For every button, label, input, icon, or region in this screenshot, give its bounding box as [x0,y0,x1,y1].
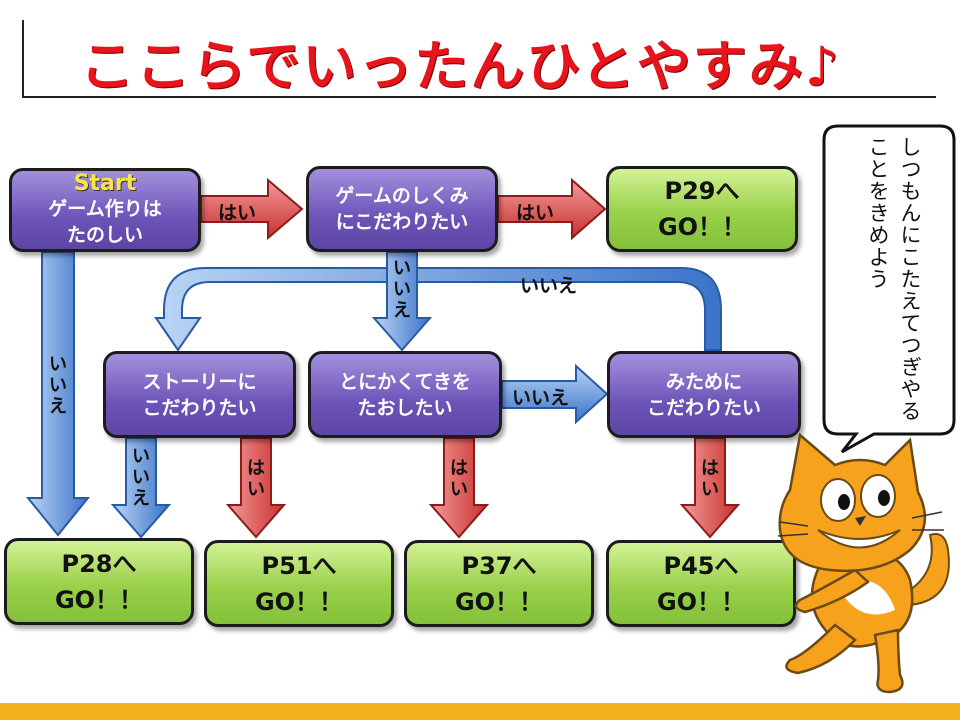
node-enemies-line1: とにかくてきを [339,370,471,393]
label-no-story-p28: いいえ [132,446,150,509]
node-mechanics-line2: にこだわりたい [335,211,469,233]
speech-bubble-text: しつもんにこたえてつぎやることをきめよう [866,136,922,422]
result-p37-page: P37へ [461,551,537,580]
result-p29-page: P29へ [664,177,740,205]
result-p45-go: GO！！ [656,587,746,616]
result-p29-go: GO！！ [657,213,747,241]
page-title: ここらでいったんひとやすみ♪ [80,35,842,98]
yes-arrow-looks-to-p45 [679,437,741,539]
result-p29: P29へ GO！！ [606,166,798,252]
result-p51: P51へ GO！！ [204,540,394,627]
label-no-enemies-looks: いいえ [512,387,570,409]
no-arrow-looks-to-story [154,267,722,352]
label-yes-start-mechanics: はい [218,202,257,224]
speech-bubble [822,124,956,454]
no-arrow-start-to-p28 [25,251,91,537]
result-p51-page: P51へ [261,551,337,580]
label-yes-enemies-p37: はい [450,458,468,500]
footer-accent-bar [0,703,960,720]
result-p28-go: GO！！ [54,585,144,614]
start-badge: Start [73,171,137,196]
result-p37: P37へ GO！！ [404,540,594,627]
result-p45-page: P45へ [663,551,739,580]
title-underline [22,96,936,98]
node-looks-line2: こだわりたい [646,396,761,419]
label-yes-mechanics-p29: はい [516,202,555,224]
no-arrow-story-to-p28 [110,437,172,539]
result-p28-page: P28へ [61,549,137,578]
no-arrow-enemies-to-looks [501,363,609,425]
result-p37-go: GO！！ [454,587,544,616]
cat-mascot-icon [777,432,950,694]
node-start-line1: ゲーム作りは [48,198,162,220]
node-enemies: とにかくてきを たおしたい [308,351,502,438]
node-story-line2: こだわりたい [142,396,257,419]
label-no-start-p28: いいえ [49,354,67,417]
node-story: ストーリーに こだわりたい [103,351,296,438]
node-looks-line1: みために [665,370,742,393]
node-start-line2: たのしい [66,224,143,246]
yes-arrow-story-to-p51 [225,437,287,539]
node-start: Start ゲーム作りは たのしい [9,168,201,252]
node-looks: みために こだわりたい [607,351,801,438]
label-no-mechanics-enemies: いいえ [393,258,411,321]
result-p51-go: GO！！ [254,587,344,616]
label-no-looks-story: いいえ [520,275,578,297]
no-arrow-mechanics-to-enemies [371,251,433,352]
yes-arrow-start-to-mechanics [200,177,304,241]
result-p45: P45へ GO！！ [606,540,796,627]
result-p28: P28へ GO！！ [4,538,194,625]
node-story-line1: ストーリーに [142,370,257,393]
title-accent-bar [22,20,24,96]
node-mechanics: ゲームのしくみ にこだわりたい [306,166,498,252]
node-mechanics-line1: ゲームのしくみ [335,185,469,207]
label-yes-looks-p45: はい [701,458,719,500]
label-yes-story-p51: はい [247,458,265,500]
yes-arrow-enemies-to-p37 [428,437,490,539]
yes-arrow-mechanics-to-p29 [497,177,607,241]
node-enemies-line2: たおしたい [357,396,453,419]
